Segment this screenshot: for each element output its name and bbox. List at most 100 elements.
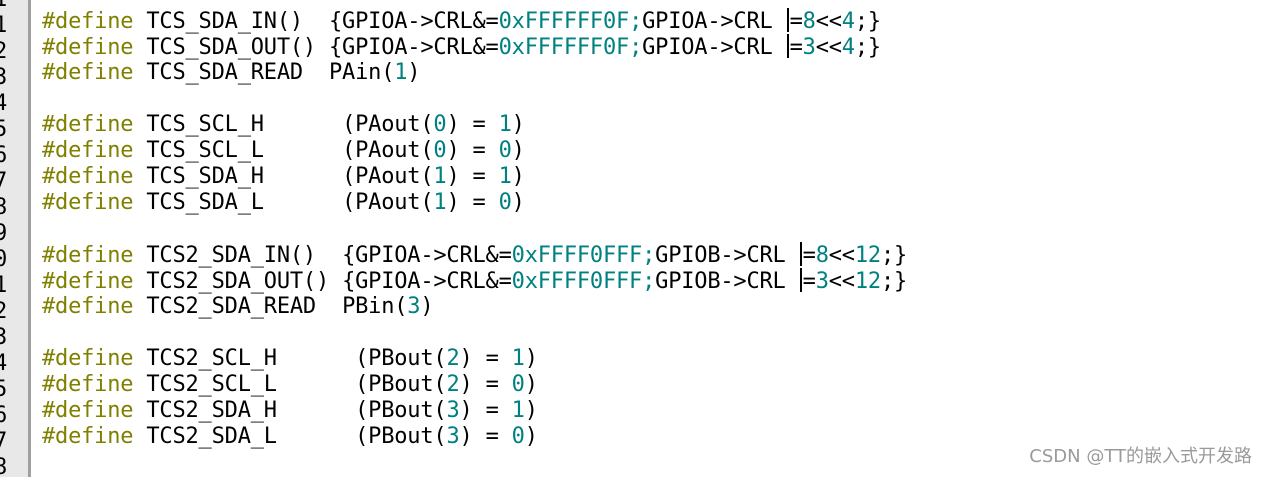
- define-keyword: #define: [42, 60, 134, 85]
- number-literal: 3: [802, 35, 816, 60]
- macro-body: ): [524, 424, 538, 449]
- number-literal: 0: [433, 112, 447, 137]
- code-line[interactable]: #define TCS2_SDA_OUT() {GPIOA->CRL&=0xFF…: [42, 268, 907, 294]
- code-line[interactable]: #define TCS_SCL_H (PAout(0) = 1): [42, 112, 907, 138]
- number-literal: 4: [841, 9, 855, 34]
- number-literal: 1: [433, 164, 447, 189]
- semicolon: ;: [642, 243, 656, 268]
- macro-body: (PAout(: [342, 164, 434, 189]
- number-literal: 12: [854, 269, 881, 294]
- macro-body: ;}: [880, 243, 908, 268]
- line-number: 7: [0, 429, 8, 454]
- number-literal: 8: [815, 243, 829, 268]
- code-line-empty[interactable]: [42, 86, 907, 112]
- line-number: 3: [0, 325, 8, 350]
- text-cursor: [786, 8, 789, 32]
- define-keyword: #define: [42, 243, 134, 268]
- macro-body: ) =: [459, 346, 512, 371]
- hex-literal: 0xFFFF0FFF: [511, 269, 643, 294]
- macro-body: (PBout(: [355, 424, 447, 449]
- code-line[interactable]: #define TCS2_SDA_H (PBout(3) = 1): [42, 398, 907, 424]
- macro-body: ) =: [459, 424, 512, 449]
- line-number: 4: [0, 351, 8, 376]
- code-line[interactable]: #define TCS_SCL_L (PAout(0) = 0): [42, 138, 907, 164]
- line-number: 9: [0, 221, 8, 246]
- code-line[interactable]: #define TCS_SDA_L (PAout(1) = 0): [42, 190, 907, 216]
- macro-body: GPIOB->CRL: [655, 269, 786, 294]
- hex-literal: 0xFFFFFF0F: [498, 35, 630, 60]
- line-number: 8: [0, 195, 8, 220]
- gutter-divider: [28, 0, 31, 477]
- define-keyword: #define: [42, 164, 134, 189]
- text-cursor: [799, 242, 802, 266]
- code-line[interactable]: #define TCS2_SDA_L (PBout(3) = 0): [42, 424, 907, 450]
- code-line[interactable]: #define TCS_SDA_OUT() {GPIOA->CRL&=0xFFF…: [42, 34, 907, 60]
- line-number-gutter: 1 1 2 3 4 5 6 7 8 9 0 1 2 3 4 5 6 7 8: [0, 0, 28, 477]
- macro-body: ) =: [459, 372, 512, 397]
- define-keyword: #define: [42, 398, 134, 423]
- code-line[interactable]: #define TCS_SDA_READ PAin(1): [42, 60, 907, 86]
- macro-body: ;}: [880, 269, 908, 294]
- number-literal: 1: [394, 60, 408, 85]
- operator: =: [802, 243, 816, 268]
- define-keyword: #define: [42, 424, 134, 449]
- code-line[interactable]: #define TCS2_SDA_IN() {GPIOA->CRL&=0xFFF…: [42, 242, 907, 268]
- line-number: 1: [0, 0, 8, 13]
- code-line-empty[interactable]: [42, 216, 907, 242]
- macro-body: {GPIOA->CRL&=: [329, 9, 499, 34]
- number-literal: 0: [498, 138, 512, 163]
- define-keyword: #define: [42, 138, 134, 163]
- line-number: 4: [0, 91, 8, 116]
- macro-name: TCS_SDA_READ: [146, 60, 303, 85]
- define-keyword: #define: [42, 112, 134, 137]
- code-line[interactable]: #define TCS_SDA_H (PAout(1) = 1): [42, 164, 907, 190]
- macro-body: (PBout(: [355, 346, 447, 371]
- line-number: 6: [0, 143, 8, 168]
- macro-body: ): [524, 346, 538, 371]
- macro-name: TCS2_SCL_L: [146, 372, 277, 397]
- hex-literal: 0xFFFF0FFF: [511, 243, 643, 268]
- number-literal: 1: [511, 346, 525, 371]
- hex-literal: 0xFFFFFF0F: [498, 9, 630, 34]
- macro-name: TCS_SDA_L: [146, 190, 264, 215]
- number-literal: 4: [841, 35, 855, 60]
- macro-body: (PAout(: [342, 190, 434, 215]
- operator: =: [789, 9, 803, 34]
- code-line[interactable]: #define TCS2_SCL_H (PBout(2) = 1): [42, 346, 907, 372]
- macro-name: TCS2_SDA_IN(): [146, 243, 316, 268]
- number-literal: 1: [498, 164, 512, 189]
- line-number: 5: [0, 117, 8, 142]
- macro-name: TCS_SCL_H: [146, 112, 264, 137]
- number-literal: 3: [815, 269, 829, 294]
- define-keyword: #define: [42, 372, 134, 397]
- watermark: CSDN @TT的嵌入式开发路: [1029, 446, 1252, 467]
- number-literal: 1: [511, 398, 525, 423]
- macro-body: {GPIOA->CRL&=: [342, 269, 512, 294]
- line-number: 3: [0, 65, 8, 90]
- define-keyword: #define: [42, 9, 134, 34]
- macro-name: TCS_SDA_IN(): [146, 9, 303, 34]
- macro-body: (PAout(: [342, 138, 434, 163]
- number-literal: 2: [446, 346, 460, 371]
- macro-body: (PBout(: [355, 372, 447, 397]
- number-literal: 12: [854, 243, 881, 268]
- macro-name: TCS2_SCL_H: [146, 346, 277, 371]
- line-number: 5: [0, 377, 8, 402]
- code-line[interactable]: #define TCS2_SDA_READ PBin(3): [42, 294, 907, 320]
- semicolon: ;: [629, 35, 643, 60]
- line-number: 6: [0, 403, 8, 428]
- semicolon: ;: [642, 269, 656, 294]
- macro-name: TCS2_SDA_READ: [146, 294, 316, 319]
- macro-body: (PBout(: [355, 398, 447, 423]
- macro-body: ) =: [446, 164, 499, 189]
- macro-name: TCS2_SDA_H: [146, 398, 277, 423]
- macro-body: ;}: [854, 9, 881, 34]
- code-area[interactable]: #define TCS_SDA_IN() {GPIOA->CRL&=0xFFFF…: [42, 0, 907, 450]
- code-line-empty[interactable]: [42, 320, 907, 346]
- code-line[interactable]: #define TCS2_SCL_L (PBout(2) = 0): [42, 372, 907, 398]
- code-line[interactable]: #define TCS_SDA_IN() {GPIOA->CRL&=0xFFFF…: [42, 8, 907, 34]
- number-literal: 3: [407, 294, 421, 319]
- text-cursor: [786, 34, 789, 58]
- macro-body: ): [420, 294, 434, 319]
